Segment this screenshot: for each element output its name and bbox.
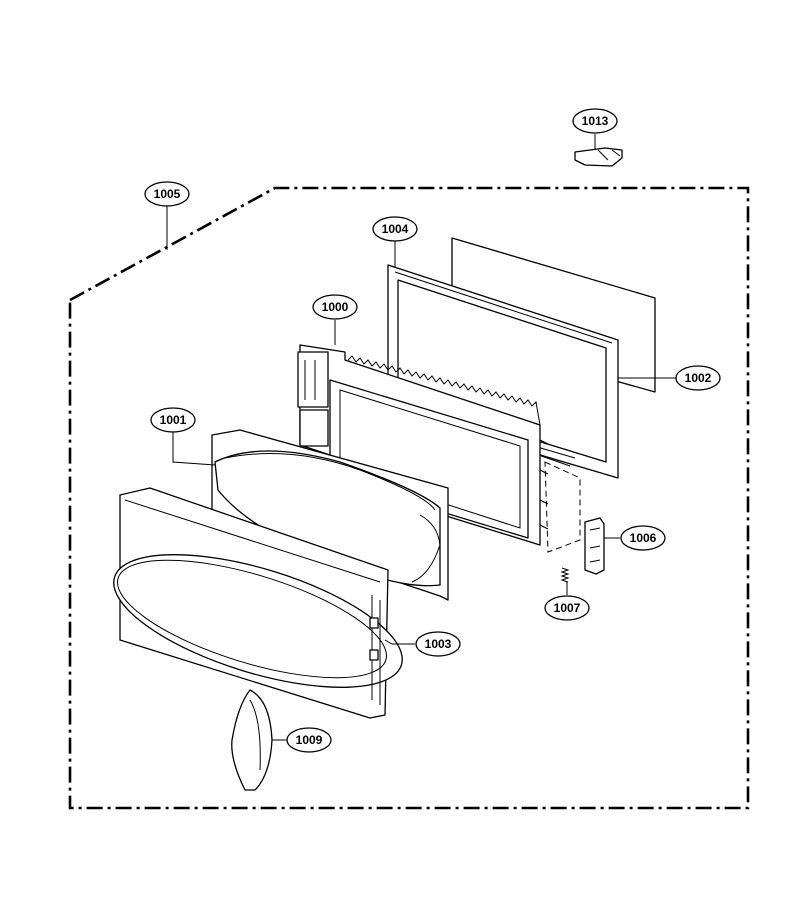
part-1003-door-front	[113, 487, 403, 719]
assembly-boundary	[68, 186, 750, 810]
callout-1009: 1009	[286, 727, 332, 753]
svg-text:1005: 1005	[154, 187, 181, 201]
part-1000-inner-door	[297, 344, 549, 546]
callout-1002: 1002	[675, 365, 721, 391]
svg-text:1006: 1006	[630, 531, 657, 545]
svg-text:1002: 1002	[685, 371, 712, 385]
callout-1006: 1006	[620, 525, 666, 551]
callout-1001: 1001	[150, 407, 196, 433]
svg-text:1007: 1007	[554, 601, 581, 615]
interlock-guide	[544, 461, 581, 553]
svg-text:1009: 1009	[296, 733, 323, 747]
callout-1004: 1004	[372, 216, 418, 242]
callout-1005: 1005	[144, 181, 190, 207]
svg-text:1000: 1000	[322, 300, 349, 314]
callout-1007: 1007	[544, 595, 590, 621]
part-1007-spring	[560, 567, 570, 583]
callout-1003: 1003	[415, 631, 461, 657]
callout-1000: 1000	[312, 294, 358, 320]
leader-lines	[166, 134, 676, 741]
svg-text:1003: 1003	[425, 637, 452, 651]
svg-text:1001: 1001	[160, 413, 187, 427]
svg-text:1004: 1004	[382, 222, 409, 236]
callout-1013: 1013	[572, 108, 618, 134]
part-1006-latch	[584, 517, 605, 575]
part-1013-clip	[574, 147, 623, 167]
svg-text:1013: 1013	[582, 114, 609, 128]
part-1009-handle	[231, 689, 273, 791]
